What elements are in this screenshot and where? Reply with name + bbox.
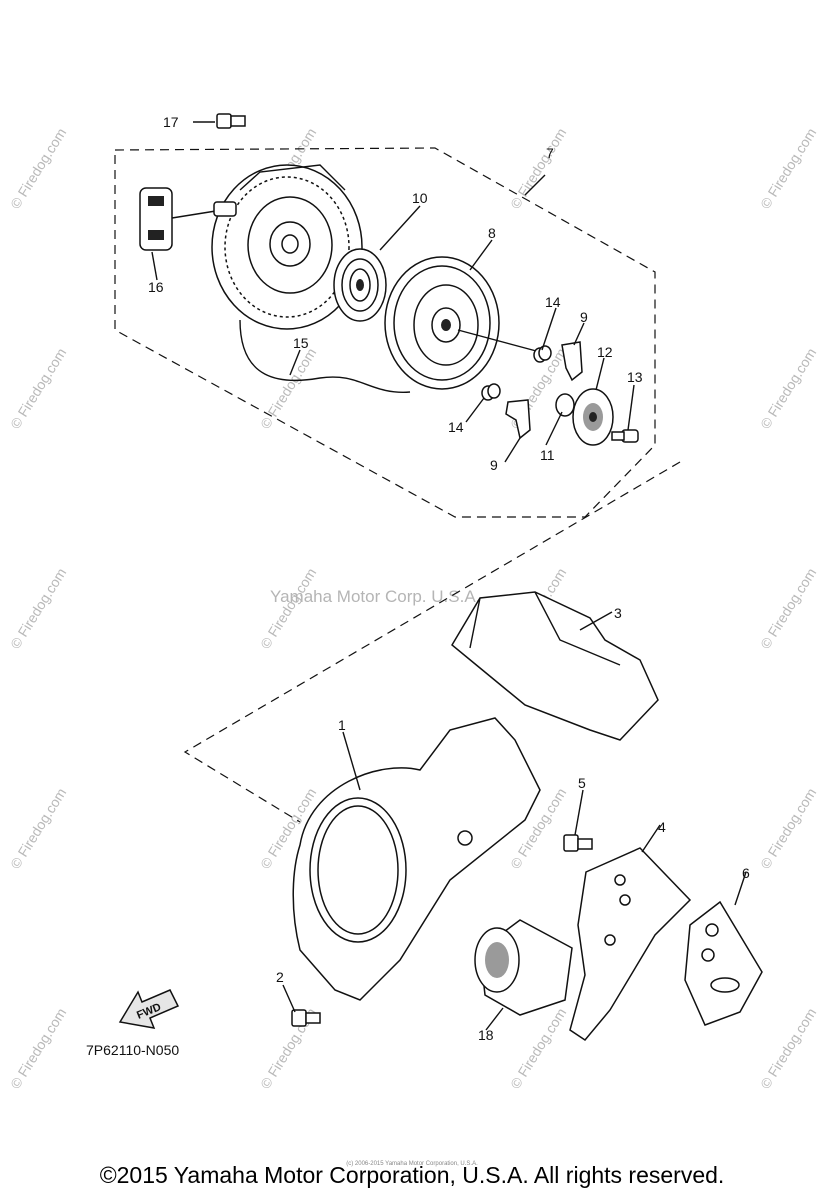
recoil-starter-housing [211,164,363,330]
callout-10: 10 [412,190,428,206]
starter-motor [474,919,573,1016]
exploded-parts-diagram: © Firedog.com © Firedog.com © Firedog.com ©… [7,113,819,1092]
watermark-text: © Firedog.com [7,565,69,652]
center-watermark: Yamaha Motor Corp. U.S.A. [270,587,480,606]
callout-leaders [151,121,747,1031]
callout-6: 6 [742,865,750,881]
small-copyright-notice: (c) 2006-2015 Yamaha Motor Corporation, … [346,1161,478,1167]
watermark-text: © Firedog.com [7,1005,69,1092]
watermark-text: © Firedog.com [7,345,69,432]
starter-handle [139,187,237,251]
bolt-2 [291,1009,321,1027]
callout-13: 13 [627,369,643,385]
diagram-code: 7P62110-N050 [86,1042,179,1058]
callout-16: 16 [148,279,164,295]
bolt-13 [611,429,639,443]
callout-12: 12 [597,344,613,360]
pawl-spring-lower [481,383,501,401]
watermark-text: © Firedog.com [757,125,819,212]
drive-plate [572,388,614,446]
callout-14-lower: 14 [448,419,464,435]
bracket [569,847,692,1041]
recoil-spring [333,248,387,322]
callout-7: 7 [546,145,554,161]
callout-9-upper: 9 [580,309,588,325]
callout-18: 18 [478,1027,494,1043]
circlip [555,393,575,417]
watermark-text: © Firedog.com [757,1005,819,1092]
callout-14-upper: 14 [545,294,561,310]
starter-pulley [384,256,541,390]
callout-9-lower: 9 [490,457,498,473]
watermark-text: © Firedog.com [257,565,319,652]
fwd-arrow-icon: FWD [118,989,180,1029]
watermark-text: © Firedog.com [7,785,69,872]
watermark-text: © Firedog.com [257,345,319,432]
watermark-text: © Firedog.com [757,785,819,872]
watermark-text: © Firedog.com [507,125,569,212]
callout-11: 11 [540,447,555,463]
watermark-text: © Firedog.com [7,125,69,212]
callout-1: 1 [338,717,346,733]
starter-rope [239,319,411,393]
callout-15: 15 [293,335,309,351]
copyright-footer: ©2015 Yamaha Motor Corporation, U.S.A. A… [99,1162,725,1188]
callout-8: 8 [488,225,496,241]
callout-4: 4 [658,819,666,835]
callout-5: 5 [578,775,586,791]
mounting-plate [684,900,763,1026]
watermark-text: © Firedog.com [507,1005,569,1092]
bolt-5 [563,834,593,852]
recoil-assembly-boundary [114,147,656,518]
assembly-leader-lines [183,461,681,823]
air-duct [451,591,659,741]
callout-17: 17 [163,114,179,130]
watermark-text: © Firedog.com [757,345,819,432]
callout-labels: 17 16 10 8 7 14 9 12 13 15 14 9 11 3 1 5… [148,114,750,1043]
callout-3: 3 [614,605,622,621]
pawl-upper [561,341,583,382]
callout-2: 2 [276,969,284,985]
watermark-text: © Firedog.com [757,565,819,652]
bolt-17 [216,113,246,129]
